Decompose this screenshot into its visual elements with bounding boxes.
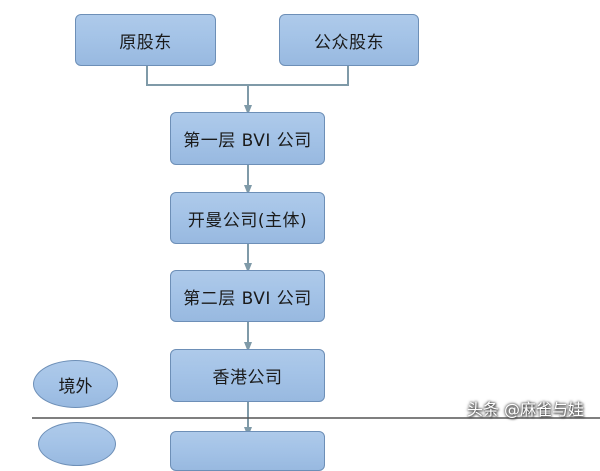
node-bvi-layer2: 第二层 BVI 公司 bbox=[170, 270, 325, 322]
node-public-shareholders-label: 公众股东 bbox=[314, 32, 384, 53]
node-original-shareholders-label: 原股东 bbox=[119, 32, 172, 53]
region-offshore-label: 境外 bbox=[58, 376, 93, 397]
node-kaiman-company: 开曼公司(主体) bbox=[170, 192, 325, 244]
node-kaiman-company-label: 开曼公司(主体) bbox=[187, 210, 308, 231]
watermark-text: 头条 @麻雀与娃 bbox=[466, 400, 584, 419]
node-bvi-layer1: 第一层 BVI 公司 bbox=[170, 112, 325, 165]
connectors bbox=[32, 66, 600, 437]
node-hk-company: 香港公司 bbox=[170, 349, 325, 402]
node-below-divider bbox=[170, 431, 325, 471]
ownership-structure-diagram: 原股东 公众股东 第一层 BVI 公司 开曼公司(主体) 第二层 BVI 公司 … bbox=[32, 14, 600, 471]
node-original-shareholders: 原股东 bbox=[75, 14, 216, 66]
node-bvi-layer2-label: 第二层 BVI 公司 bbox=[183, 288, 312, 309]
node-public-shareholders: 公众股东 bbox=[279, 14, 419, 66]
region-offshore-ellipse: 境外 bbox=[33, 360, 118, 408]
region-onshore-ellipse bbox=[38, 422, 116, 466]
node-hk-company-label: 香港公司 bbox=[212, 368, 283, 388]
node-bvi-layer1-label: 第一层 BVI 公司 bbox=[183, 131, 312, 151]
